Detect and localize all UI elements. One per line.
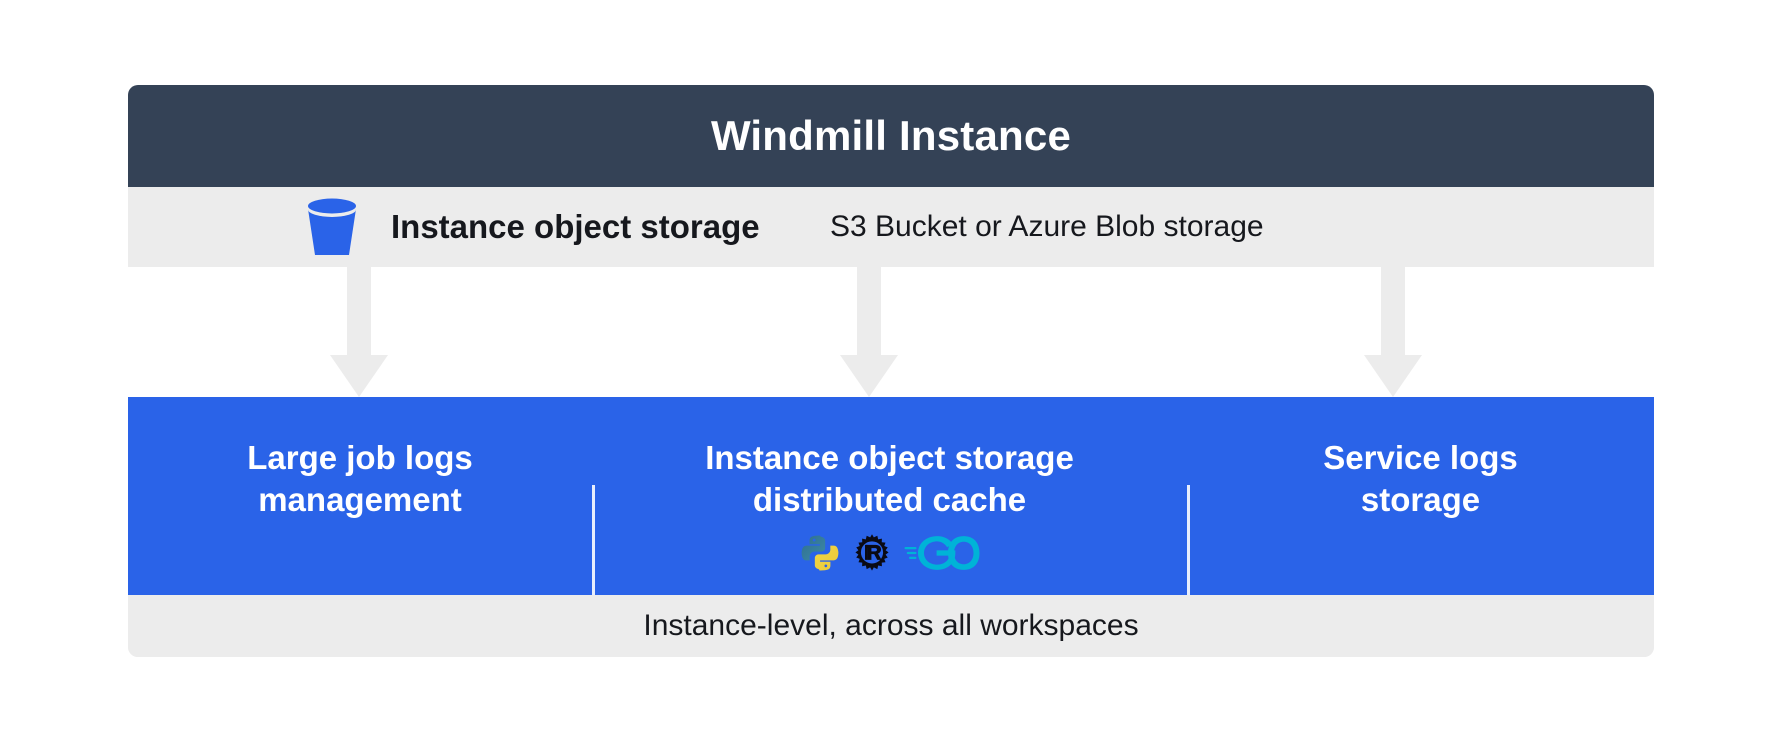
instance-object-storage-label: Instance object storage xyxy=(391,208,760,245)
footer-scope-label: Instance-level, across all workspaces xyxy=(643,609,1139,642)
python-logo-icon xyxy=(800,533,840,578)
feature-service-logs: Service logs storage xyxy=(1187,397,1654,595)
connector-zone xyxy=(128,267,1654,397)
windmill-instance-diagram: Windmill Instance Instance object storag… xyxy=(128,85,1654,657)
diagram-header: Windmill Instance xyxy=(128,85,1654,187)
arrow-to-large-job-logs xyxy=(330,267,388,397)
supported-languages xyxy=(800,533,980,578)
bucket-icon xyxy=(301,195,363,257)
storage-backend-label: S3 Bucket or Azure Blob storage xyxy=(830,210,1264,243)
page-title: Windmill Instance xyxy=(710,112,1072,159)
divider-right xyxy=(1187,485,1190,615)
feature-large-job-logs: Large job logs management xyxy=(128,397,592,595)
instance-object-storage-band: Instance object storage S3 Bucket or Azu… xyxy=(128,187,1654,267)
rust-logo-icon xyxy=(852,533,892,578)
arrow-to-service-logs xyxy=(1364,267,1422,397)
arrow-to-distributed-cache xyxy=(840,267,898,397)
feature-large-job-logs-title: Large job logs management xyxy=(247,439,473,519)
feature-distributed-cache: Instance object storage distributed cach… xyxy=(592,397,1187,595)
feature-distributed-cache-title: Instance object storage distributed cach… xyxy=(705,439,1074,519)
go-logo-icon xyxy=(904,535,980,576)
feature-service-logs-title: Service logs storage xyxy=(1323,439,1518,519)
diagram-footer: Instance-level, across all workspaces xyxy=(128,595,1654,657)
features-panel: Large job logs management Instance objec… xyxy=(128,397,1654,615)
divider-left xyxy=(592,485,595,615)
